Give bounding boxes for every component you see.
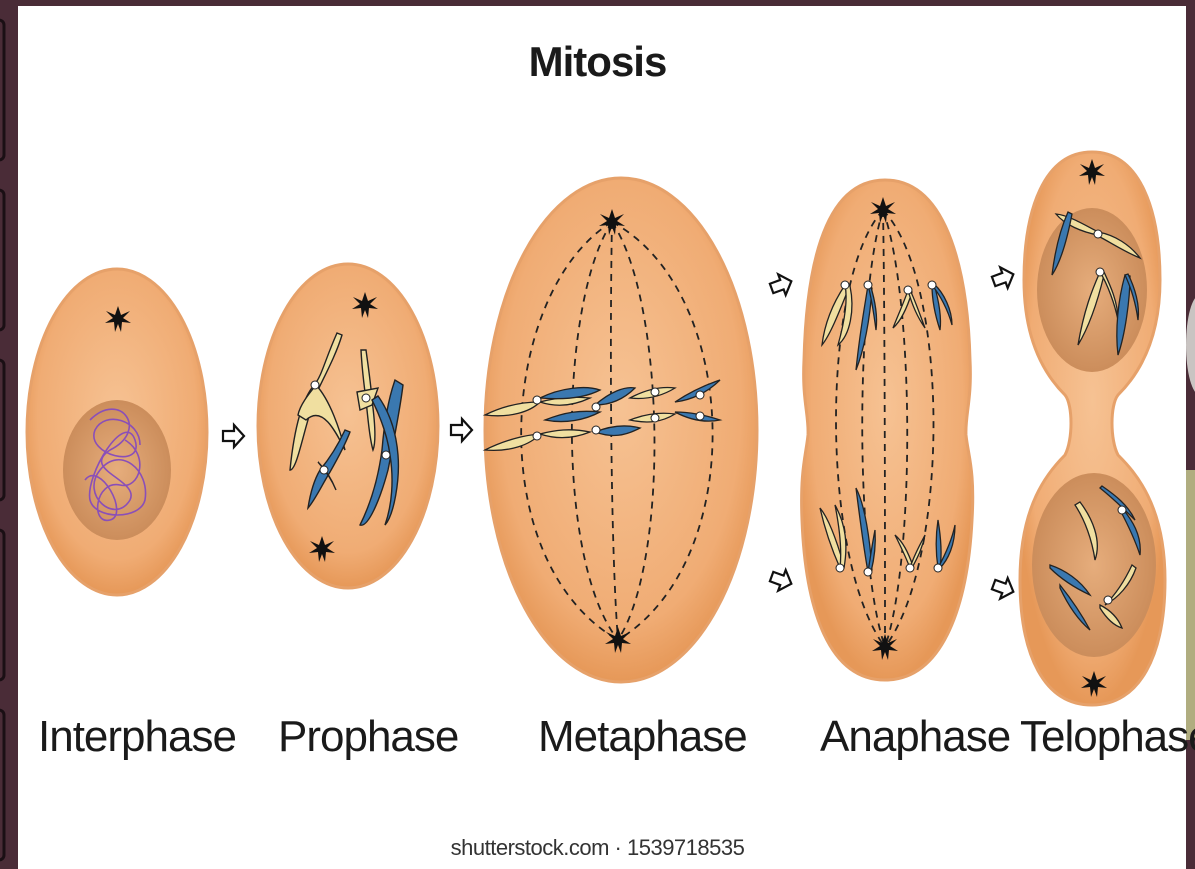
telophase-cell <box>1020 152 1165 705</box>
label-telophase: Telophase <box>1020 712 1195 762</box>
image-credit: shutterstock.com · 1539718535 <box>0 835 1195 861</box>
arrow-icon <box>768 566 795 594</box>
prophase-cell <box>258 264 438 588</box>
interphase-nucleus <box>63 400 171 540</box>
anaphase-cell <box>802 180 973 680</box>
label-interphase: Interphase <box>38 712 236 762</box>
label-anaphase: Anaphase <box>820 712 1010 762</box>
arrow-icon <box>768 271 795 299</box>
label-metaphase: Metaphase <box>538 712 747 762</box>
label-prophase: Prophase <box>278 712 458 762</box>
arrow-icon <box>223 425 244 447</box>
arrow-icon <box>451 419 472 441</box>
arrow-icon <box>990 264 1017 292</box>
interphase-cell <box>27 269 207 595</box>
metaphase-cell <box>485 178 757 682</box>
diagram-title: Mitosis <box>0 38 1195 86</box>
arrow-icon <box>990 574 1017 602</box>
